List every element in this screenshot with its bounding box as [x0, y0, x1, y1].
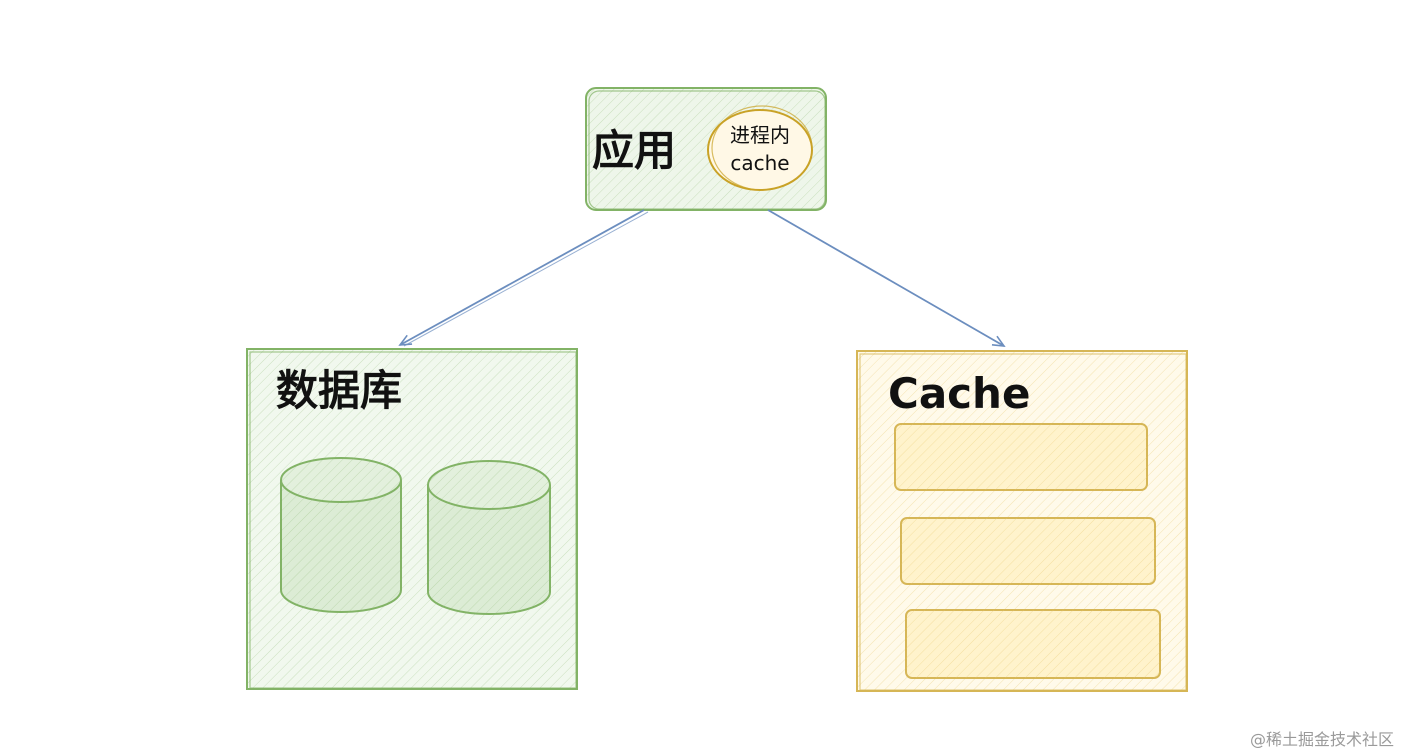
- cache-slot-1: [894, 423, 1148, 491]
- app-label: 应用: [592, 126, 676, 175]
- in-process-cache-line2: cache: [730, 151, 789, 175]
- in-process-cache-line1: 进程内: [730, 123, 790, 147]
- cache-label: Cache: [888, 369, 1030, 418]
- app-node[interactable]: 应用 进程内 cache: [585, 87, 827, 211]
- watermark-text: @稀土掘金技术社区: [1250, 730, 1394, 749]
- in-process-cache-oval: 进程内 cache: [707, 105, 813, 191]
- database-node[interactable]: 数据库: [246, 348, 578, 690]
- cache-node[interactable]: Cache: [856, 350, 1188, 692]
- arrow-app-to-cache: [767, 209, 1006, 347]
- database-cylinder-1: [280, 457, 402, 613]
- cache-slot-3: [905, 609, 1161, 679]
- arrow-app-to-database: [398, 209, 649, 347]
- cache-slot-2: [900, 517, 1156, 585]
- database-cylinder-2: [427, 460, 551, 615]
- database-label: 数据库: [276, 366, 402, 415]
